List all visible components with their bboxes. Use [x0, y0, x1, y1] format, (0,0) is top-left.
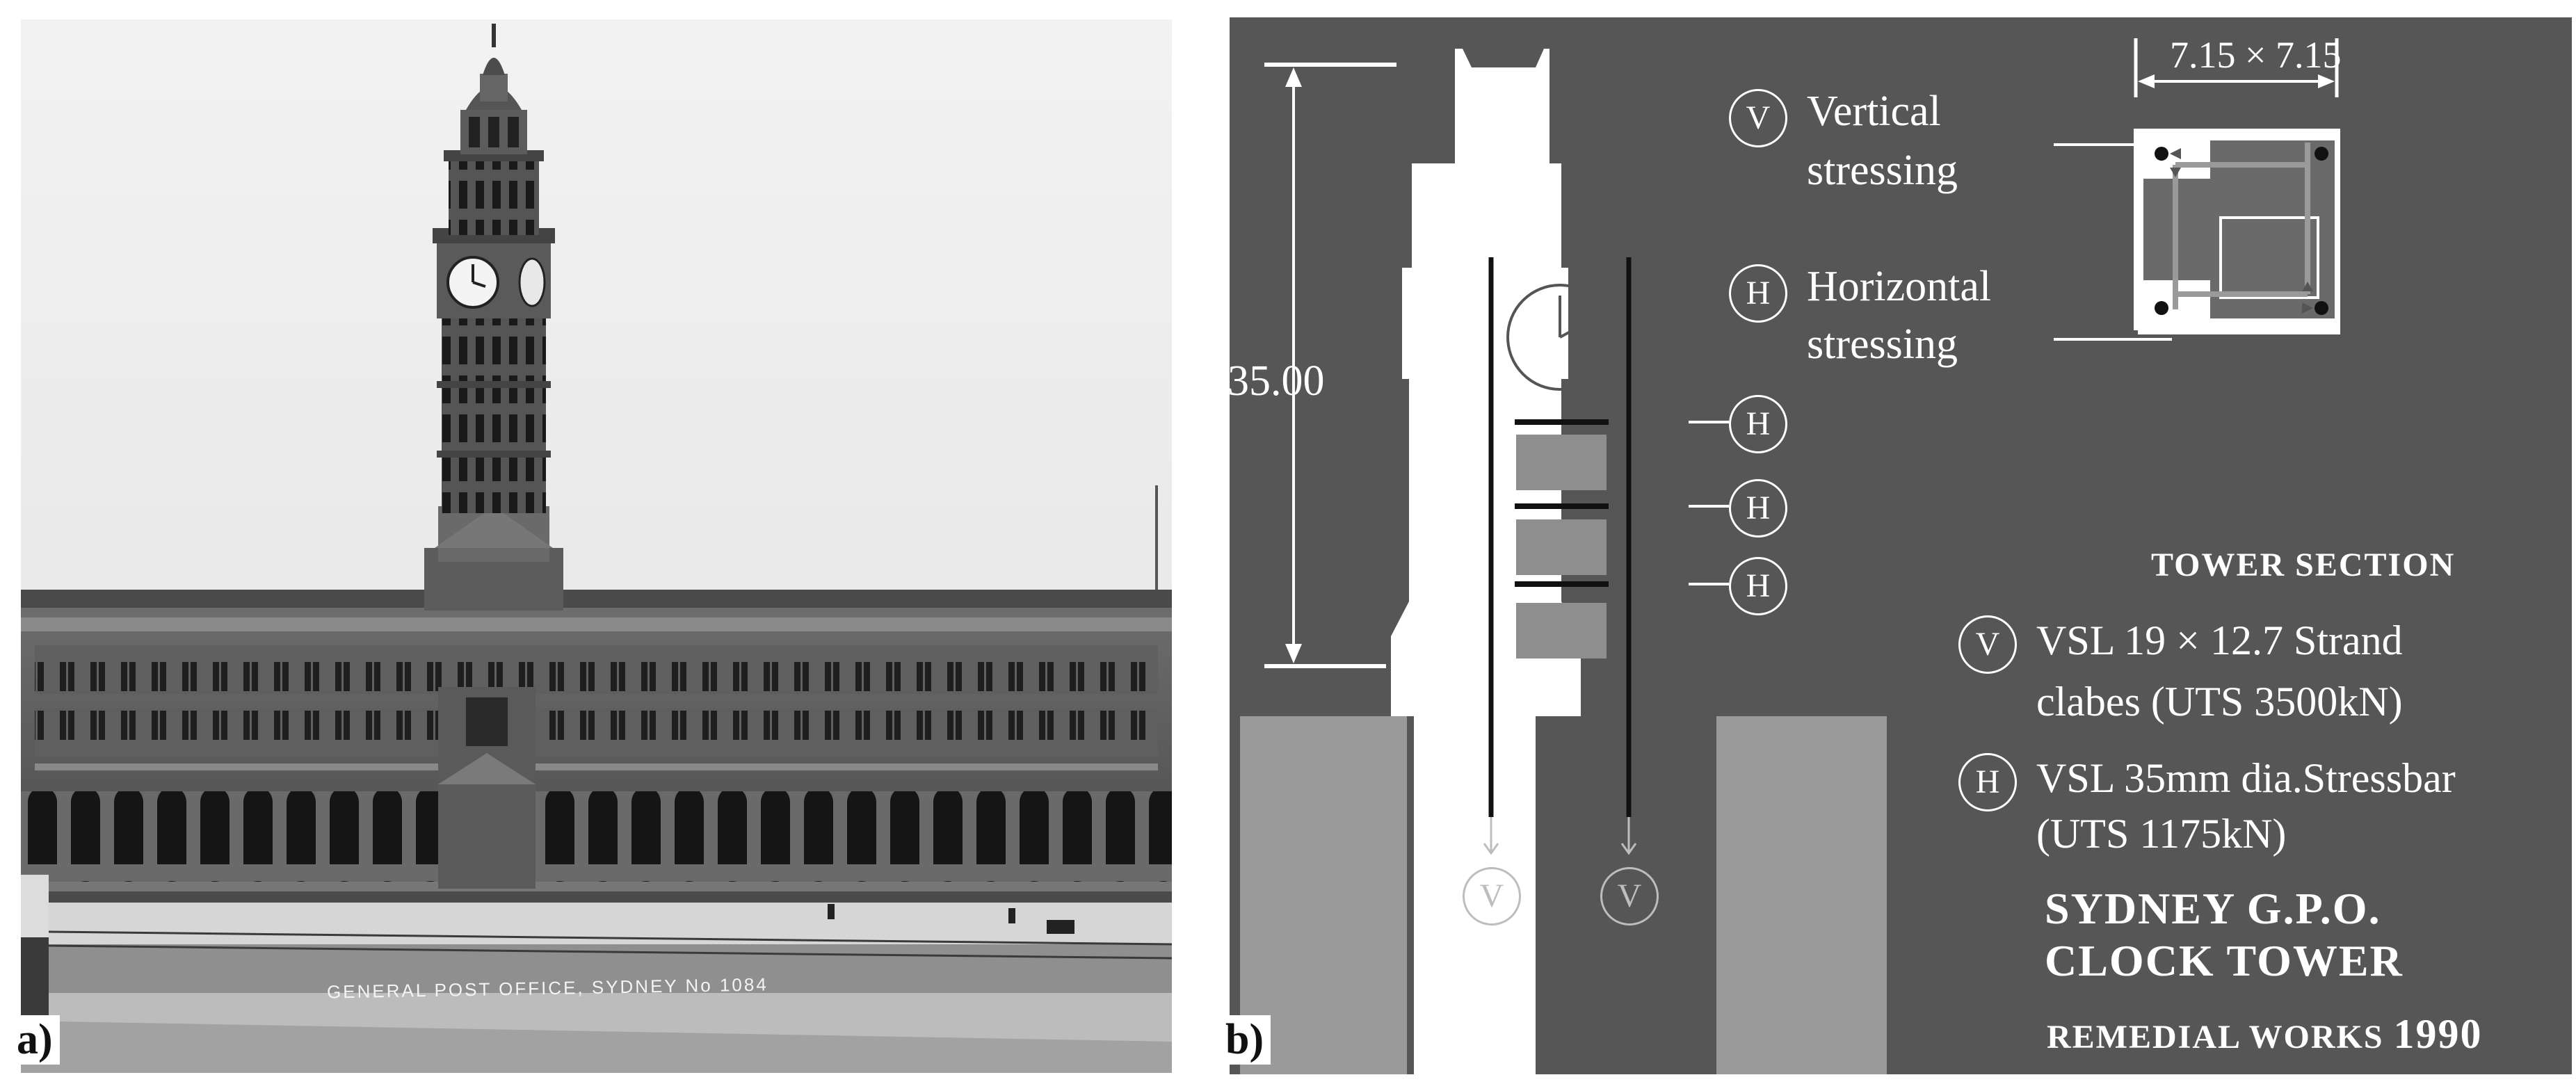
- remedial-text: REMEDIAL WORKS: [2047, 1019, 2384, 1056]
- tower-diagram: [1240, 38, 2340, 1074]
- legend-horizontal-line1: Horizontal: [1807, 263, 1992, 310]
- gpo-building-photo: [21, 19, 1172, 1073]
- panel-label-b: b): [1218, 1015, 1271, 1065]
- tower-section-title: TOWER SECTION: [2151, 547, 2456, 583]
- photo-panel: GENERAL POST OFFICE, SYDNEY No 1084: [21, 19, 1172, 1073]
- spec-v-line1: VSL 19 × 12.7 Strand: [2036, 617, 2403, 663]
- section-dimension-label: 7.15 × 7.15: [2170, 34, 2342, 76]
- height-dimension-label: 35.00: [1230, 357, 1325, 405]
- v-marker-2: V: [1600, 867, 1659, 926]
- panel-label-a: a): [10, 1015, 60, 1065]
- tower-elevation: [1391, 49, 1581, 1074]
- h-marker-2: H: [1729, 479, 1787, 538]
- legend-vertical-line2: stressing: [1807, 147, 1958, 194]
- h-marker-1: H: [1729, 395, 1787, 453]
- diagram-panel: 35.00 7.15 × 7.15 V Vertical stressing H…: [1230, 17, 2572, 1074]
- remedial-works-line: REMEDIAL WORKS 1990: [2047, 1010, 2483, 1058]
- title-line2: CLOCK TOWER: [2045, 936, 2404, 985]
- spec-h-symbol: H: [1958, 753, 2017, 811]
- legend-vertical-symbol: V: [1729, 89, 1787, 147]
- h-marker-3: H: [1729, 557, 1787, 615]
- spec-v-line2: clabes (UTS 3500kN): [2036, 679, 2403, 725]
- tower-section-plan: [2134, 129, 2340, 334]
- legend-vertical-line1: Vertical: [1807, 88, 1941, 135]
- clock-icon: [1506, 284, 1613, 391]
- legend-horizontal-line2: stressing: [1807, 321, 1958, 368]
- foundation-right: [1716, 716, 1887, 1074]
- remedial-year: 1990: [2393, 1011, 2483, 1057]
- v-marker-1: V: [1463, 867, 1521, 926]
- legend-horizontal-symbol: H: [1729, 264, 1787, 323]
- spec-h-line1: VSL 35mm dia.Stressbar: [2036, 755, 2456, 801]
- title-line1: SYDNEY G.P.O.: [2045, 884, 2381, 933]
- spec-h-line2: (UTS 1175kN): [2036, 811, 2287, 857]
- foundation-left: [1240, 716, 1407, 1074]
- spec-v-symbol: V: [1958, 615, 2017, 674]
